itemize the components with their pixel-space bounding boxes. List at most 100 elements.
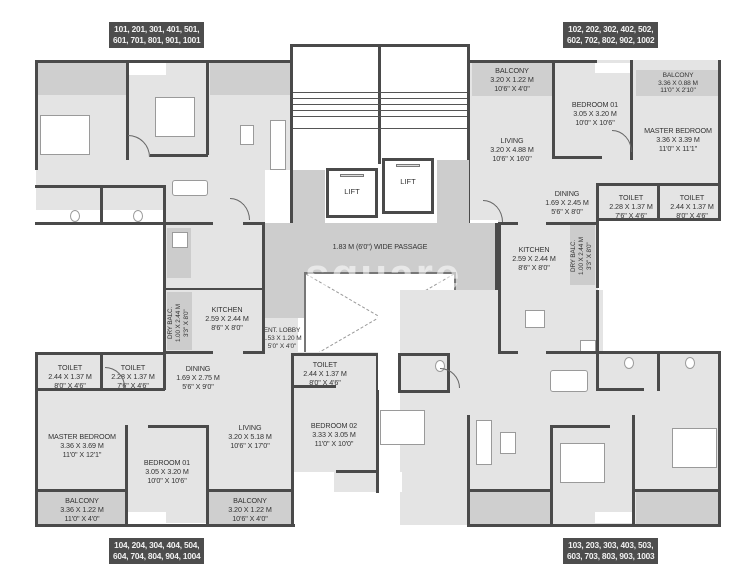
room-metric: 2.59 X 2.44 M [205,314,249,323]
room-name: KITCHEN [518,245,550,254]
room-name: BALCONY [65,496,99,505]
wall [498,222,518,225]
wall [596,388,644,391]
room-name: ENT. LOBBY [263,327,301,334]
room-imperial: 11'0" X 10'0" [314,439,354,448]
bed-icon [380,410,425,445]
unit-01-balcony-bedroom [38,63,126,95]
unit-04-balcony-master [38,492,126,524]
wall [398,353,448,356]
wall [398,353,401,393]
wall [150,154,208,157]
wall [35,222,165,225]
room-metric: 3.36 X 0.88 M [658,79,698,87]
unit-04-balcony-living [209,492,291,524]
wall [630,60,633,160]
unit-02-bedroom-01-label: BEDROOM 01 3.05 X 3.20 M 10'0" X 10'6" [555,100,635,127]
toilet-icon [685,357,695,369]
room-name: MASTER BEDROOM [48,432,116,441]
wall [398,390,450,393]
room-imperial: 10'6" X 4'0" [494,84,530,93]
unit-02-dry-balcony [570,225,595,285]
room-imperial: 5'6" X 8'0" [551,207,583,216]
room-name: KITCHEN [211,305,243,314]
wall [467,415,470,527]
unit-01-balcony-living [210,63,290,95]
wall [35,60,291,63]
room-imperial: 8'6" X 8'0" [518,263,550,272]
wall [206,60,209,155]
unit-04-bedroom-01-label: BEDROOM 01 3.05 X 3.20 M 10'0" X 10'6" [128,458,206,485]
wall [35,352,38,527]
room-name: LIVING [500,136,524,145]
wall [163,288,265,291]
wall [148,425,208,428]
room-imperial: 5'6" X 9'0" [182,382,214,391]
wall [262,223,265,293]
room-metric: 3.36 X 1.22 M [60,505,104,514]
table-icon [500,432,516,454]
room-metric: 3.20 X 1.22 M [228,505,272,514]
wall [100,185,103,223]
wall [126,60,129,160]
stair-tread [293,128,467,129]
room-metric: 3.05 X 3.20 M [573,109,617,118]
room-name: DINING [554,189,580,198]
unit-04-toilet-2-label: TOILET 2.28 X 1.37 M 7'6" X 4'6" [104,363,162,390]
room-imperial: 10'6" X 17'0" [230,441,270,450]
room-imperial: 11'0" X 11'1" [658,144,698,153]
unit-04-living-label: LIVING 3.20 X 5.18 M 10'6" X 17'0" [209,423,291,450]
room-name: BALCONY [495,66,529,75]
dining-table-icon [550,370,588,392]
unit-04-dining-label: DINING 1.69 X 2.75 M 5'6" X 9'0" [166,364,230,391]
lift-right: LIFT [382,158,434,214]
room-metric: 2.44 X 1.37 M [303,369,347,378]
unit-tag-bottom-left: 104, 204, 304, 404, 504, 604, 704, 804, … [109,538,205,564]
unit-02-toilet-2-label: TOILET 2.44 X 1.37 M 8'0" X 4'6" [664,193,720,220]
room-name: BEDROOM 01 [571,100,619,109]
room-imperial: 7'6" X 4'6" [615,211,647,220]
room-name: TOILET [618,193,644,202]
room-metric: 1.00 X 2.44 M [175,304,182,342]
wall [125,425,128,527]
unit-04-ent-lobby [262,318,298,354]
wall [467,524,721,527]
passage-text: 1.83 M (6'0") WIDE PASSAGE [332,242,428,251]
wall [467,44,470,224]
room-metric: 3.20 X 5.18 M [228,432,272,441]
room-metric: 1.69 X 2.75 M [176,373,220,382]
wall [498,290,501,354]
wall [35,388,165,391]
wall [632,415,635,527]
room-imperial: 10'0" X 10'6" [575,118,615,127]
wall [552,60,597,63]
window-void [294,472,334,492]
room-name: DRY BALC. [570,239,577,273]
wall [718,351,721,526]
room-metric: 3.05 X 3.20 M [145,467,189,476]
wall [550,425,610,428]
wall [550,425,553,527]
room-metric: 3.33 X 3.05 M [312,430,356,439]
wall [100,352,103,390]
unit-04-bedroom-01 [128,425,206,523]
outside-void [603,290,723,352]
unit-02-balcony-living-label: BALCONY 3.20 X 1.22 M 10'6" X 4'0" [472,66,552,93]
wall [376,353,379,493]
wall [243,351,265,354]
unit-tag-line: 602, 702, 802, 902, 1002 [567,35,655,45]
passage-label: 1.83 M (6'0") WIDE PASSAGE [300,242,460,251]
room-name: TOILET [312,360,338,369]
bed-icon [560,443,605,483]
stair-landing [293,170,325,230]
room-metric: 3.20 X 1.22 M [490,75,534,84]
unit-04-balcony-master-label: BALCONY 3.36 X 1.22 M 11'0" X 4'0" [38,496,126,523]
room-imperial: 11'0" X 12'1" [62,450,102,459]
room-metric: 2.44 X 1.37 M [48,372,92,381]
unit-tag-line: 101, 201, 301, 401, 501, [114,24,200,34]
room-imperial: 10'6" X 4'0" [232,514,268,523]
outside-void [378,290,400,390]
unit-02-living-label: LIVING 3.20 X 4.88 M 10'6" X 16'0" [472,136,552,163]
stair-tread [293,104,467,105]
